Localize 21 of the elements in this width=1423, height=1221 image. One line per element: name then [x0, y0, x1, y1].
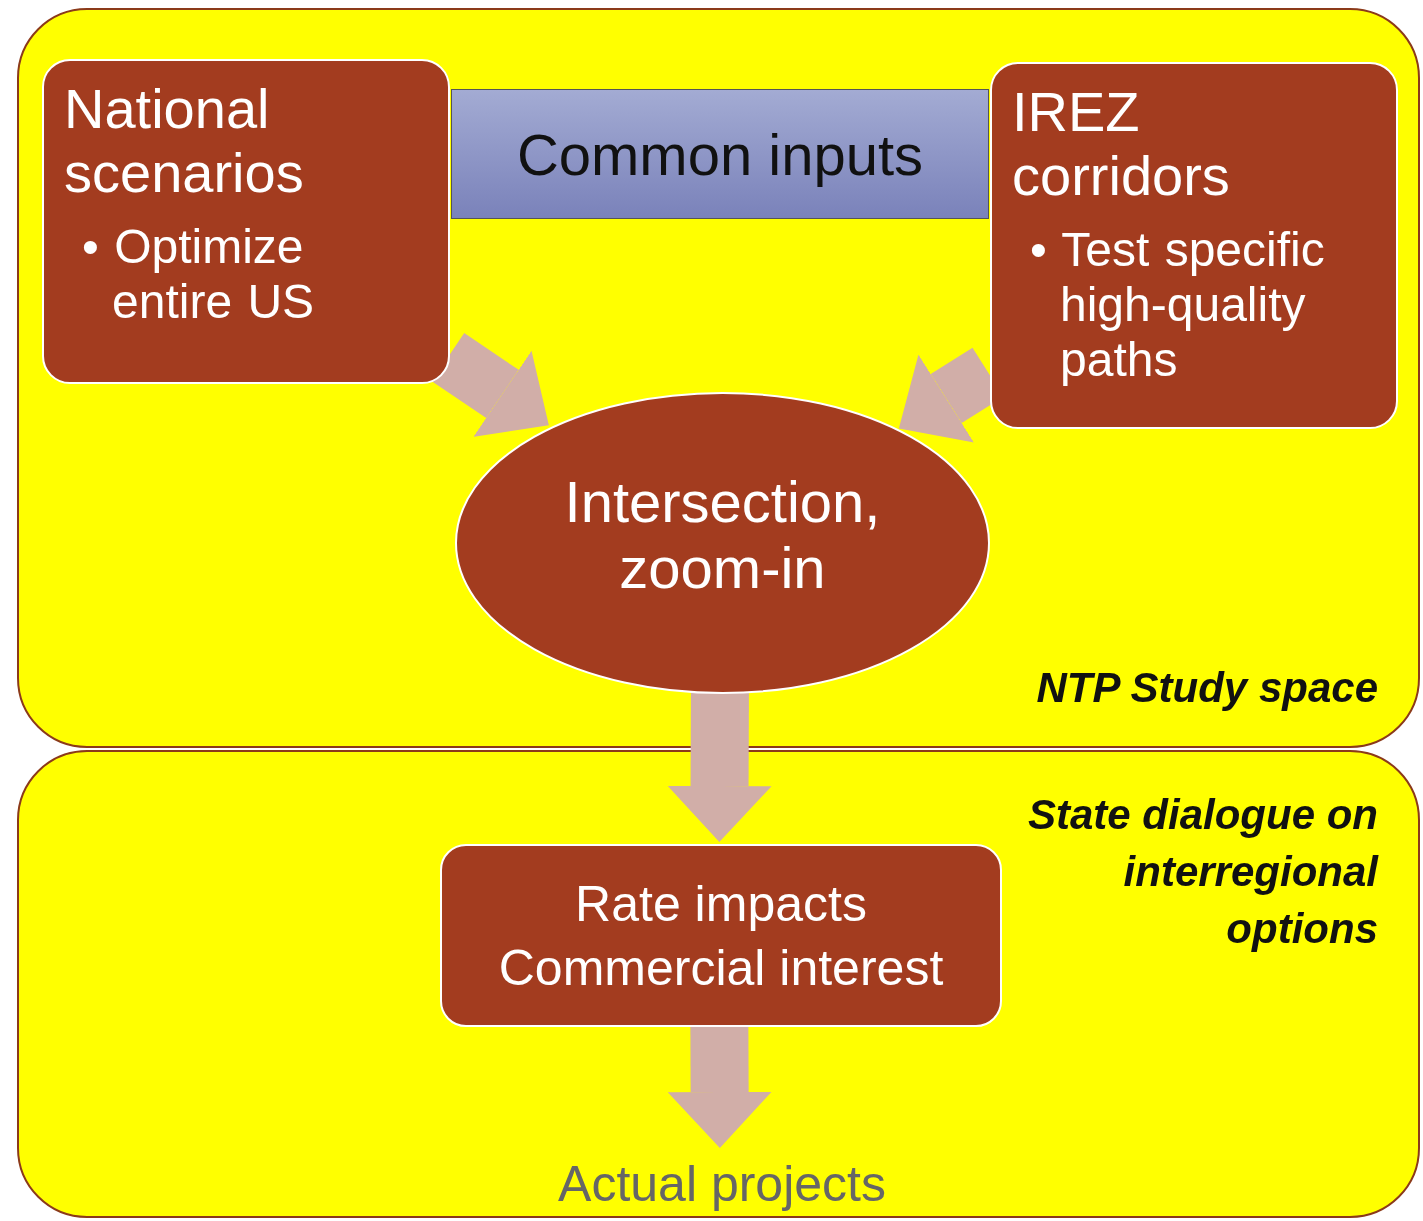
region-label: NTP Study space: [1036, 663, 1378, 713]
process-box: [42, 59, 450, 384]
region-band: [17, 750, 1420, 1218]
region-label: State dialogue on interregional options: [1026, 790, 1378, 954]
box-text: Commercial interest: [498, 938, 944, 998]
region-band: [17, 8, 1420, 748]
input-band: [451, 89, 989, 219]
process-box: [990, 62, 1398, 429]
bullet-text: • Optimize entire US: [81, 219, 316, 329]
arrow: [667, 1024, 772, 1148]
arrow: [667, 691, 772, 842]
ellipse-node: [455, 392, 990, 694]
arrow: [431, 333, 549, 437]
bullet-text: • Test specific high-quality paths: [1029, 222, 1326, 387]
box-title: National scenarios: [64, 77, 305, 205]
box-title: IREZ corridors: [1012, 80, 1231, 208]
band-label: Common inputs: [516, 120, 924, 188]
node-label: Intersection, zoom-in: [563, 469, 882, 601]
process-box: [440, 844, 1002, 1027]
outcome-label: Actual projects: [542, 1150, 902, 1218]
box-text: Rate impacts: [575, 874, 867, 934]
